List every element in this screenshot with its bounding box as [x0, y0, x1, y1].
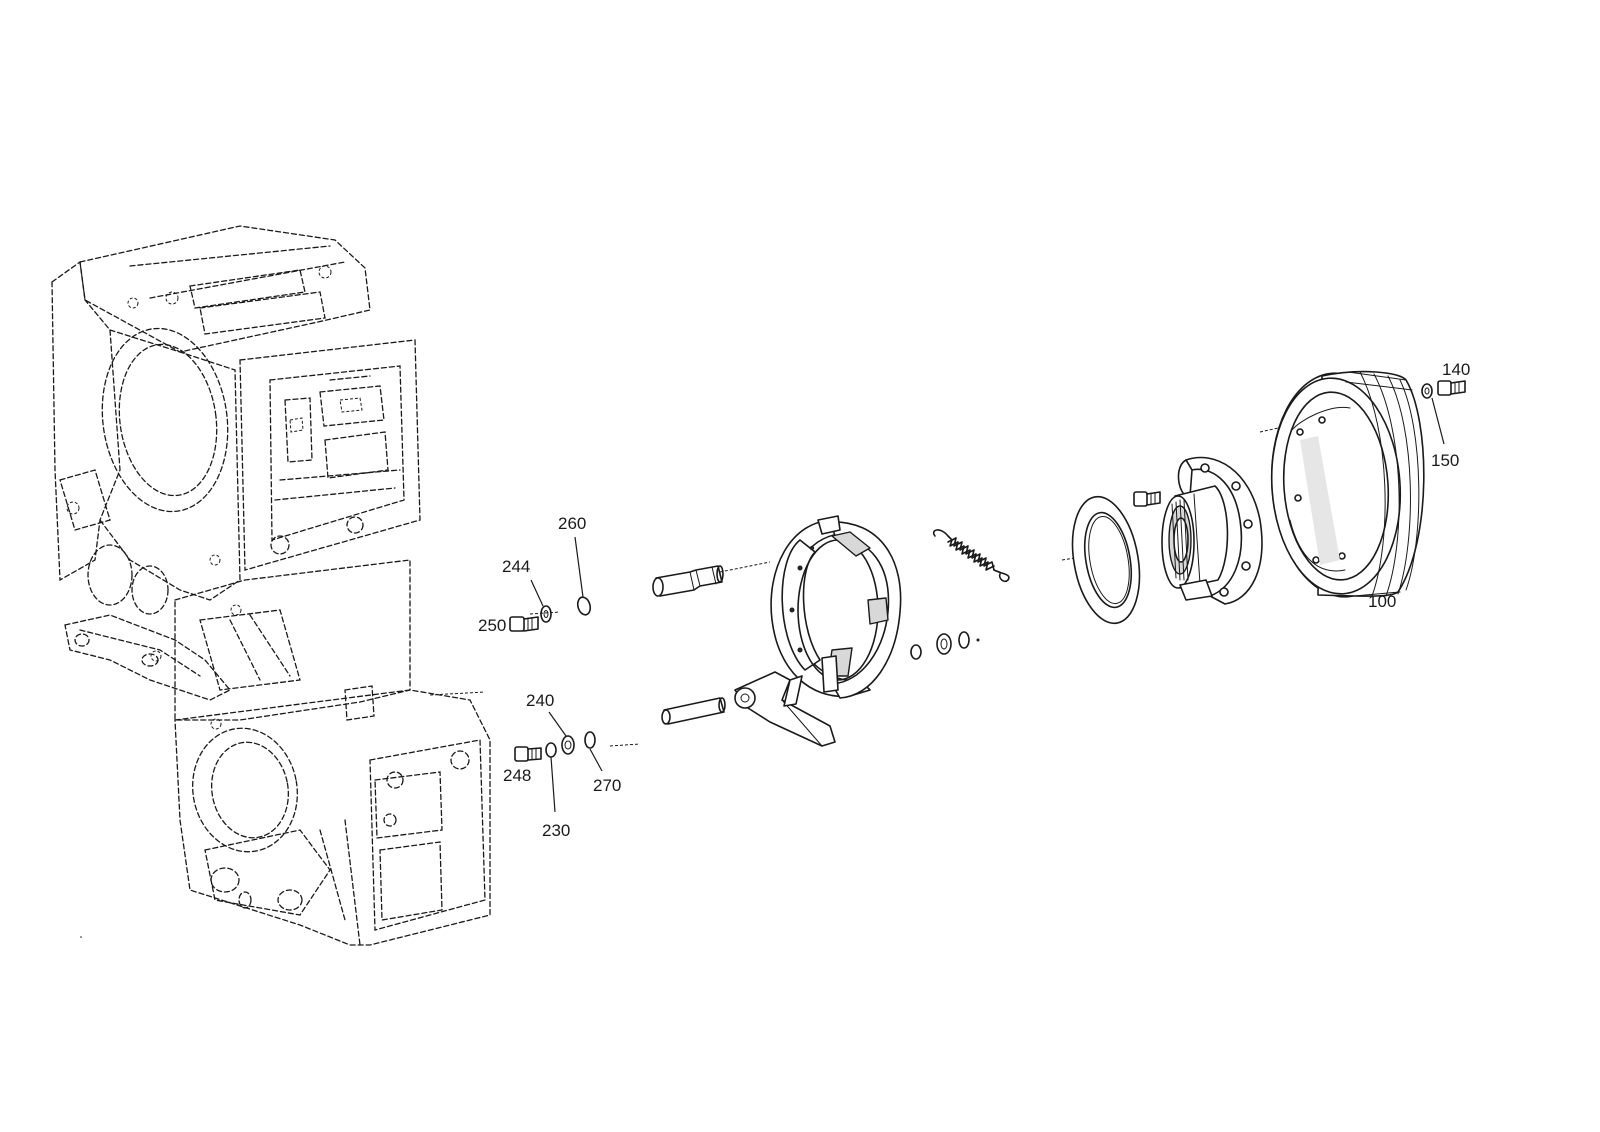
- callout-250: 250: [478, 616, 507, 635]
- washer-flat: [936, 633, 952, 655]
- return-spring: [932, 529, 1010, 583]
- callout-100: 100: [1368, 592, 1397, 611]
- gearbox-housing: [51, 225, 491, 946]
- callout-230: 230: [542, 821, 571, 840]
- callout-240: 240: [526, 691, 555, 710]
- callout-140: 140: [1442, 360, 1471, 379]
- brake-hub-flange: [1161, 456, 1263, 605]
- stray-dot: [80, 936, 82, 938]
- actuating-shaft: [661, 697, 726, 725]
- callout-260: 260: [558, 514, 587, 533]
- callout-270: 270: [593, 776, 622, 795]
- leader-lines: [530, 397, 1445, 813]
- o-ring-270: [584, 731, 596, 749]
- nut-240: [561, 735, 575, 755]
- bolt-248: [514, 746, 542, 762]
- brake-drum: [1270, 370, 1425, 598]
- o-ring-small: [910, 644, 922, 660]
- o-ring-right: [958, 631, 980, 649]
- hub-bolt: [1133, 491, 1161, 507]
- callout-244: 244: [502, 557, 531, 576]
- washer-244: [540, 605, 552, 623]
- actuating-lever: [734, 671, 836, 747]
- bolt-140: [1437, 380, 1466, 396]
- anchor-pin-upper: [652, 565, 724, 597]
- alignment-lines: [429, 427, 1279, 747]
- brake-shoe-assembly: [770, 515, 902, 699]
- callout-248: 248: [503, 766, 532, 785]
- callout-150: 150: [1431, 451, 1460, 470]
- washer-150: [1421, 383, 1433, 399]
- washer-230: [545, 742, 557, 758]
- o-ring-260: [576, 596, 592, 616]
- seal-ring: [1071, 495, 1141, 625]
- bolt-250: [509, 616, 539, 632]
